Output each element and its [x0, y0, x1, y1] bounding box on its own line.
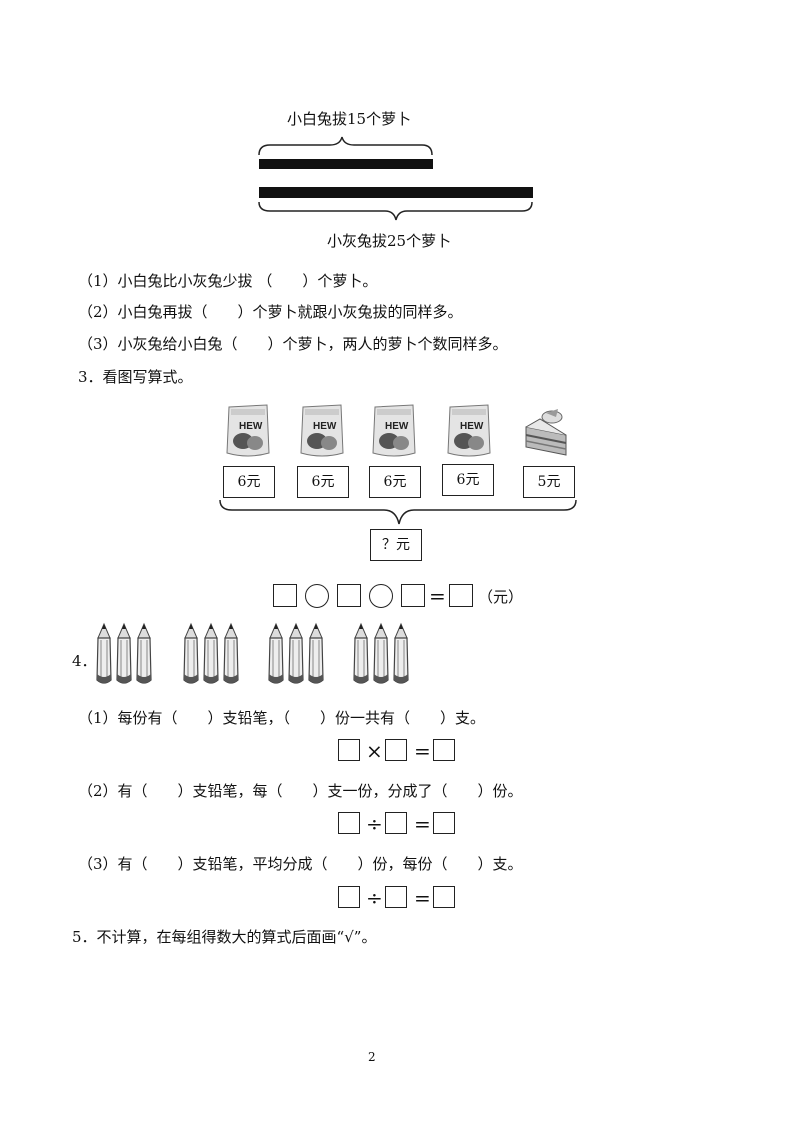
diagram-bars [258, 136, 533, 221]
pencil-icon [353, 622, 369, 684]
candy-bag-icon: HEW [447, 404, 491, 457]
answer-box[interactable] [338, 812, 360, 834]
white-rabbit-bar [259, 159, 433, 169]
bottom-brace [258, 201, 533, 221]
equals-sign: = [414, 739, 431, 763]
unit-label: （元） [478, 588, 524, 606]
pencil-groups [96, 622, 409, 684]
operator-circle[interactable] [369, 584, 393, 608]
answer-box[interactable] [449, 584, 473, 607]
answer-box[interactable] [433, 886, 455, 908]
pencil-icon [183, 622, 199, 684]
white-rabbit-label: 小白兔拔15个萝卜 [287, 110, 412, 128]
pencil-icon [268, 622, 284, 684]
pencil-icon [136, 622, 152, 684]
operator-circle[interactable] [305, 584, 329, 608]
q4-item-2: （2）有（ ）支铅笔，每（ ）支一份，分成了（ ）份。 [78, 782, 523, 800]
answer-box[interactable] [433, 812, 455, 834]
divide-sign: ÷ [366, 886, 383, 910]
total-brace [219, 499, 577, 525]
answer-box[interactable] [338, 886, 360, 908]
equals-sign: = [429, 584, 446, 608]
price-box: 6元 [297, 466, 349, 498]
pencil-icon [288, 622, 304, 684]
times-sign: × [366, 739, 383, 763]
svg-text:HEW: HEW [239, 421, 263, 432]
pencil-icon [308, 622, 324, 684]
q4-item-3: （3）有（ ）支铅笔，平均分成（ ）份，每份（ ）支。 [78, 855, 523, 873]
total-box: ？元 [370, 529, 422, 561]
q2-item-1: （1）小白兔比小灰兔少拔 （ ）个萝卜。 [78, 272, 378, 290]
q4-item-1: （1）每份有（ ）支铅笔，（ ）份一共有（ ）支。 [78, 709, 486, 727]
price-box: 6元 [369, 466, 421, 498]
q2-item-3: （3）小灰兔给小白兔（ ）个萝卜，两人的萝卜个数同样多。 [78, 335, 508, 353]
price-box: 6元 [442, 464, 494, 496]
pencil-icon [223, 622, 239, 684]
q4-number: 4． [72, 652, 97, 670]
page-number: 2 [368, 1050, 376, 1064]
answer-box[interactable] [385, 886, 407, 908]
svg-text:HEW: HEW [460, 421, 484, 432]
candy-bag-icon: HEW [372, 404, 416, 457]
answer-box[interactable] [337, 584, 361, 607]
pencil-icon [116, 622, 132, 684]
q5-heading: 5．不计算，在每组得数大的算式后面画“√”。 [72, 928, 377, 946]
svg-text:HEW: HEW [313, 421, 337, 432]
divide-sign: ÷ [366, 812, 383, 836]
pencil-icon [96, 622, 112, 684]
answer-box[interactable] [338, 739, 360, 761]
answer-box[interactable] [385, 739, 407, 761]
gray-rabbit-label: 小灰兔拔25个萝卜 [327, 232, 452, 250]
equals-sign: = [414, 812, 431, 836]
answer-box[interactable] [433, 739, 455, 761]
price-box: 5元 [523, 466, 575, 498]
answer-box[interactable] [401, 584, 425, 607]
cake-slice-icon [525, 409, 567, 456]
top-brace [258, 136, 433, 156]
q3-heading: 3．看图写算式。 [78, 368, 193, 386]
q2-item-2: （2）小白兔再拔（ ）个萝卜就跟小灰兔拔的同样多。 [78, 303, 463, 321]
pencil-icon [373, 622, 389, 684]
svg-text:HEW: HEW [385, 421, 409, 432]
pencil-icon [393, 622, 409, 684]
answer-box[interactable] [385, 812, 407, 834]
price-box: 6元 [223, 466, 275, 498]
answer-box[interactable] [273, 584, 297, 607]
gray-rabbit-bar [259, 187, 533, 198]
candy-bag-icon: HEW [300, 404, 344, 457]
equals-sign: = [414, 886, 431, 910]
candy-bag-icon: HEW [226, 404, 270, 457]
pencil-icon [203, 622, 219, 684]
